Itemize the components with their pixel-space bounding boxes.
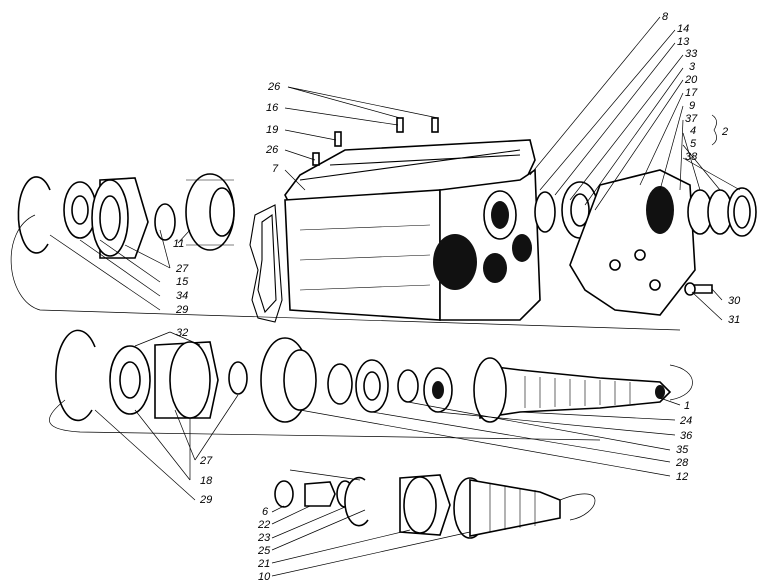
callout-6: 6 [262, 506, 269, 518]
callout-28: 28 [675, 457, 689, 469]
callout-14: 14 [677, 23, 689, 35]
callout-22: 22 [257, 519, 270, 531]
callout-27-mid: 27 [199, 455, 213, 467]
callout-26-mid: 26 [265, 144, 279, 156]
callout-2: 2 [721, 126, 728, 138]
callout-26-top: 26 [267, 81, 281, 93]
callout-33: 33 [685, 48, 698, 60]
callout-8: 8 [662, 11, 669, 23]
callout-12: 12 [676, 471, 688, 483]
callout-11: 11 [173, 238, 184, 250]
callout-7: 7 [272, 163, 279, 175]
callout-21: 21 [257, 558, 270, 570]
top-left-parts [17, 173, 235, 259]
callout-27-top: 27 [175, 263, 189, 275]
callout-24: 24 [679, 415, 692, 427]
callout-35: 35 [676, 444, 689, 456]
callout-5: 5 [690, 138, 697, 150]
callout-20: 20 [684, 74, 698, 86]
callout-10: 10 [258, 571, 271, 583]
callout-37: 37 [685, 113, 698, 125]
bottom-parts [274, 474, 561, 539]
callout-29-top: 29 [175, 304, 188, 316]
callout-30: 30 [728, 295, 741, 307]
guide-lines [10, 214, 693, 521]
callout-19: 19 [266, 124, 278, 136]
callout-1: 1 [684, 400, 690, 412]
callout-16: 16 [266, 102, 279, 114]
callout-9: 9 [689, 100, 695, 112]
callout-29-mid: 29 [199, 494, 212, 506]
callout-17: 17 [685, 87, 698, 99]
callout-labels: 8 14 13 33 3 20 17 9 37 4 5 38 2 26 16 1… [173, 11, 741, 583]
leader-lines [49, 16, 741, 577]
callout-38: 38 [685, 151, 698, 163]
callout-25: 25 [257, 545, 271, 557]
callout-32: 32 [176, 327, 188, 339]
callout-3: 3 [689, 61, 696, 73]
callout-15: 15 [176, 276, 189, 288]
callout-23: 23 [257, 532, 271, 544]
callout-34: 34 [176, 290, 188, 302]
middle-parts [55, 329, 672, 423]
callout-18: 18 [200, 475, 213, 487]
callout-31: 31 [728, 314, 740, 326]
gearbox-housing [249, 117, 541, 323]
callout-4: 4 [690, 125, 696, 137]
right-parts [534, 169, 757, 316]
callout-13: 13 [677, 36, 690, 48]
callout-36: 36 [680, 430, 693, 442]
